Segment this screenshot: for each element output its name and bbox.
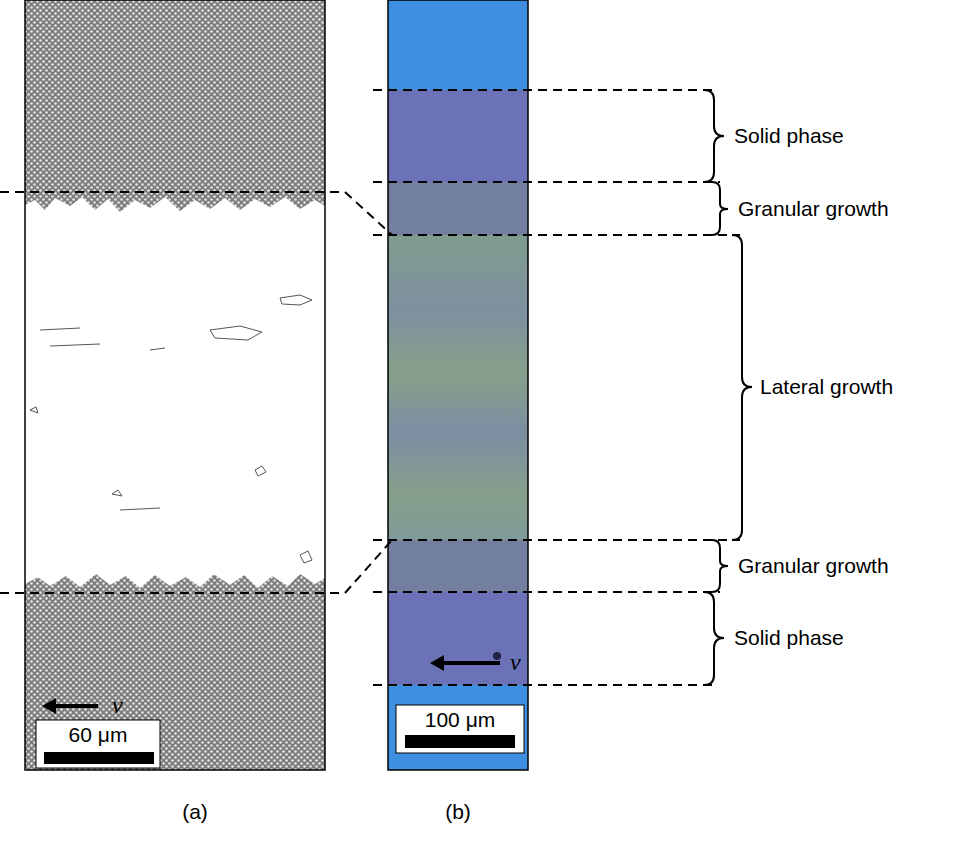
- velocity-symbol: v: [112, 692, 123, 720]
- scale-label: 100 μm: [425, 708, 495, 732]
- band-label: Granular growth: [738, 197, 889, 221]
- panel-label: (b): [445, 800, 471, 824]
- band-label: Solid phase: [734, 124, 844, 148]
- band-label: Solid phase: [734, 626, 844, 650]
- panel-label: (a): [182, 800, 208, 824]
- scale-label: 60 μm: [69, 723, 128, 747]
- band-label: Lateral growth: [760, 375, 893, 399]
- band-label: Granular growth: [738, 554, 889, 578]
- velocity-symbol: v: [510, 649, 521, 677]
